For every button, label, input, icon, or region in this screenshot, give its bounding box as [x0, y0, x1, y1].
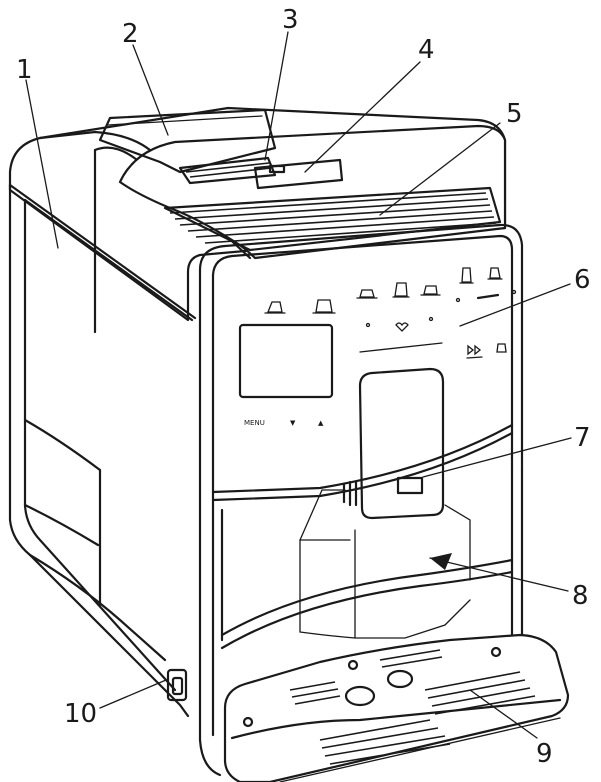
menu-label: MENU: [244, 419, 265, 427]
coffee-spout: [342, 367, 445, 520]
callout-4: 4: [418, 35, 435, 65]
callout-5: 5: [506, 99, 523, 129]
down-arrow-icon: ▼: [290, 419, 296, 427]
cup-icon: [420, 285, 441, 296]
callout-6: 6: [574, 265, 591, 295]
display-screen: [238, 323, 334, 399]
machine-body: [8, 106, 524, 777]
cup-icon: [487, 267, 503, 280]
cup-icon: [496, 343, 507, 353]
heart-icon: [395, 322, 409, 332]
glass-icon: [392, 282, 410, 298]
callout-3: 3: [282, 5, 299, 35]
cup-icon: [312, 299, 336, 314]
control-panel: MENU ▼ ▲: [238, 267, 517, 639]
drip-tray: [223, 633, 570, 782]
play-icon: [466, 344, 483, 359]
callout-8: 8: [572, 581, 589, 611]
power-switch: [166, 668, 188, 702]
leader-lines: [25, 31, 572, 739]
product-icons: [264, 267, 517, 359]
cup-icon: [264, 301, 286, 314]
up-arrow-icon: ▲: [318, 419, 324, 427]
glass-icon: [459, 267, 474, 284]
cup-icon: [356, 289, 378, 299]
callout-2: 2: [122, 19, 139, 49]
callout-10: 10: [64, 699, 97, 729]
callout-1: 1: [16, 55, 33, 85]
callout-numbers: 1 2 3 4 5 6 7 8 9 10: [16, 5, 591, 769]
top-grill: [163, 156, 502, 252]
milk-container: [299, 489, 471, 639]
callout-7: 7: [574, 423, 591, 453]
callout-9: 9: [536, 739, 553, 769]
